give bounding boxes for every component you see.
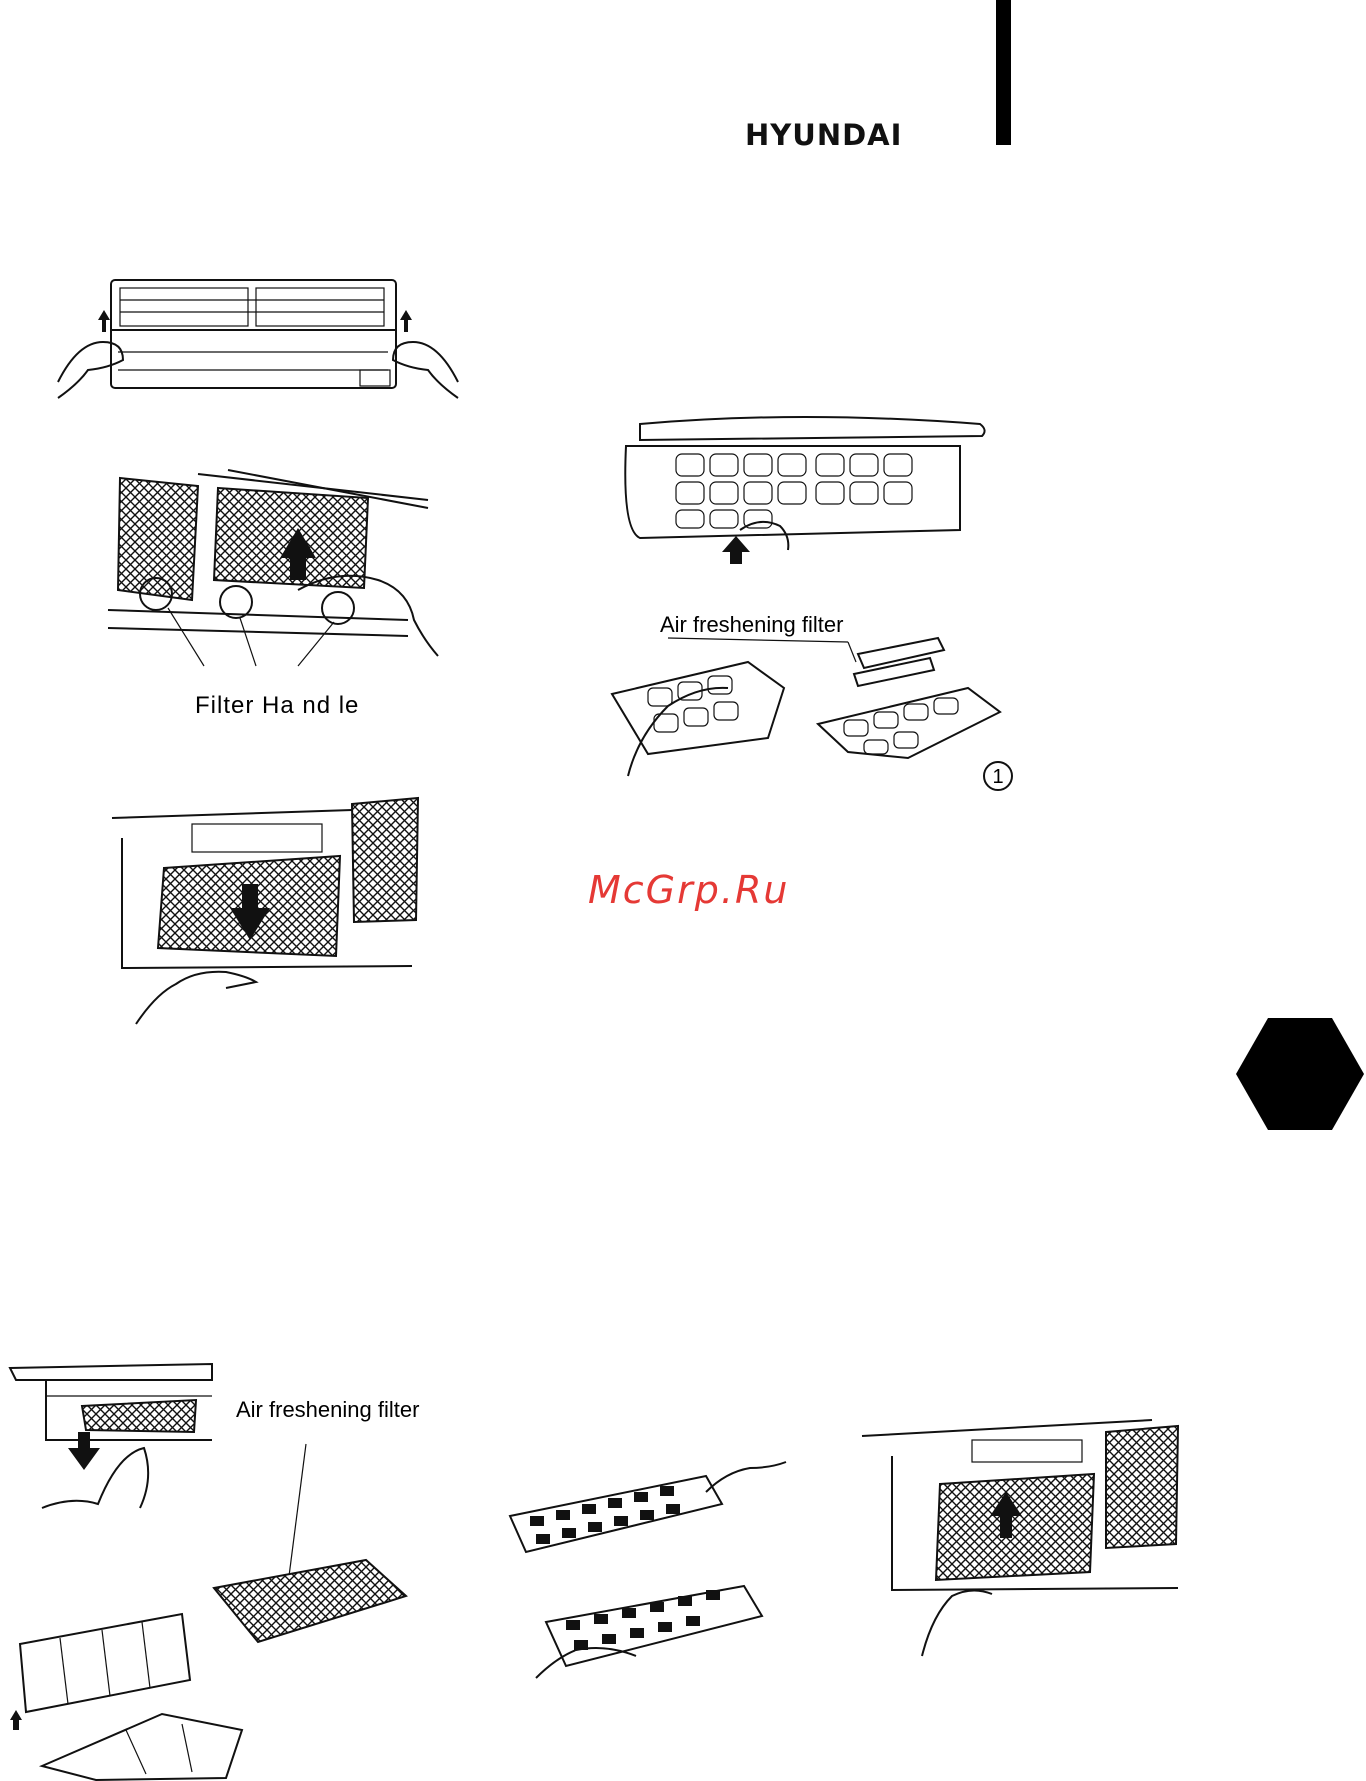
attach-air-freshening-filter-illustration: 1: [608, 628, 1028, 788]
pull-filter-handle-illustration: [108, 470, 438, 670]
watermark: McGrp.Ru: [588, 868, 789, 912]
remove-filter-down-illustration: [112, 798, 432, 1030]
filter-handle-label: Filter Ha nd le: [195, 692, 359, 720]
brand-logo: HYUNDAI: [745, 118, 902, 152]
reinsert-filter-up-illustration: [862, 1420, 1180, 1660]
indoor-unit-open-filter-illustration: [620, 410, 990, 570]
step-number-label: 1: [992, 766, 1003, 788]
air-freshening-filter-label-bottom: Air freshening filter: [236, 1397, 419, 1423]
section-hexagon-icon: [1236, 1018, 1364, 1130]
open-front-panel-illustration: [48, 272, 468, 407]
clean-filters-illustration: [506, 1456, 796, 1688]
header-black-bar: [996, 0, 1011, 145]
remove-air-freshening-filter-illustration: [6, 1360, 416, 1780]
air-freshening-filter-label-top: Air freshening filter: [660, 612, 843, 638]
